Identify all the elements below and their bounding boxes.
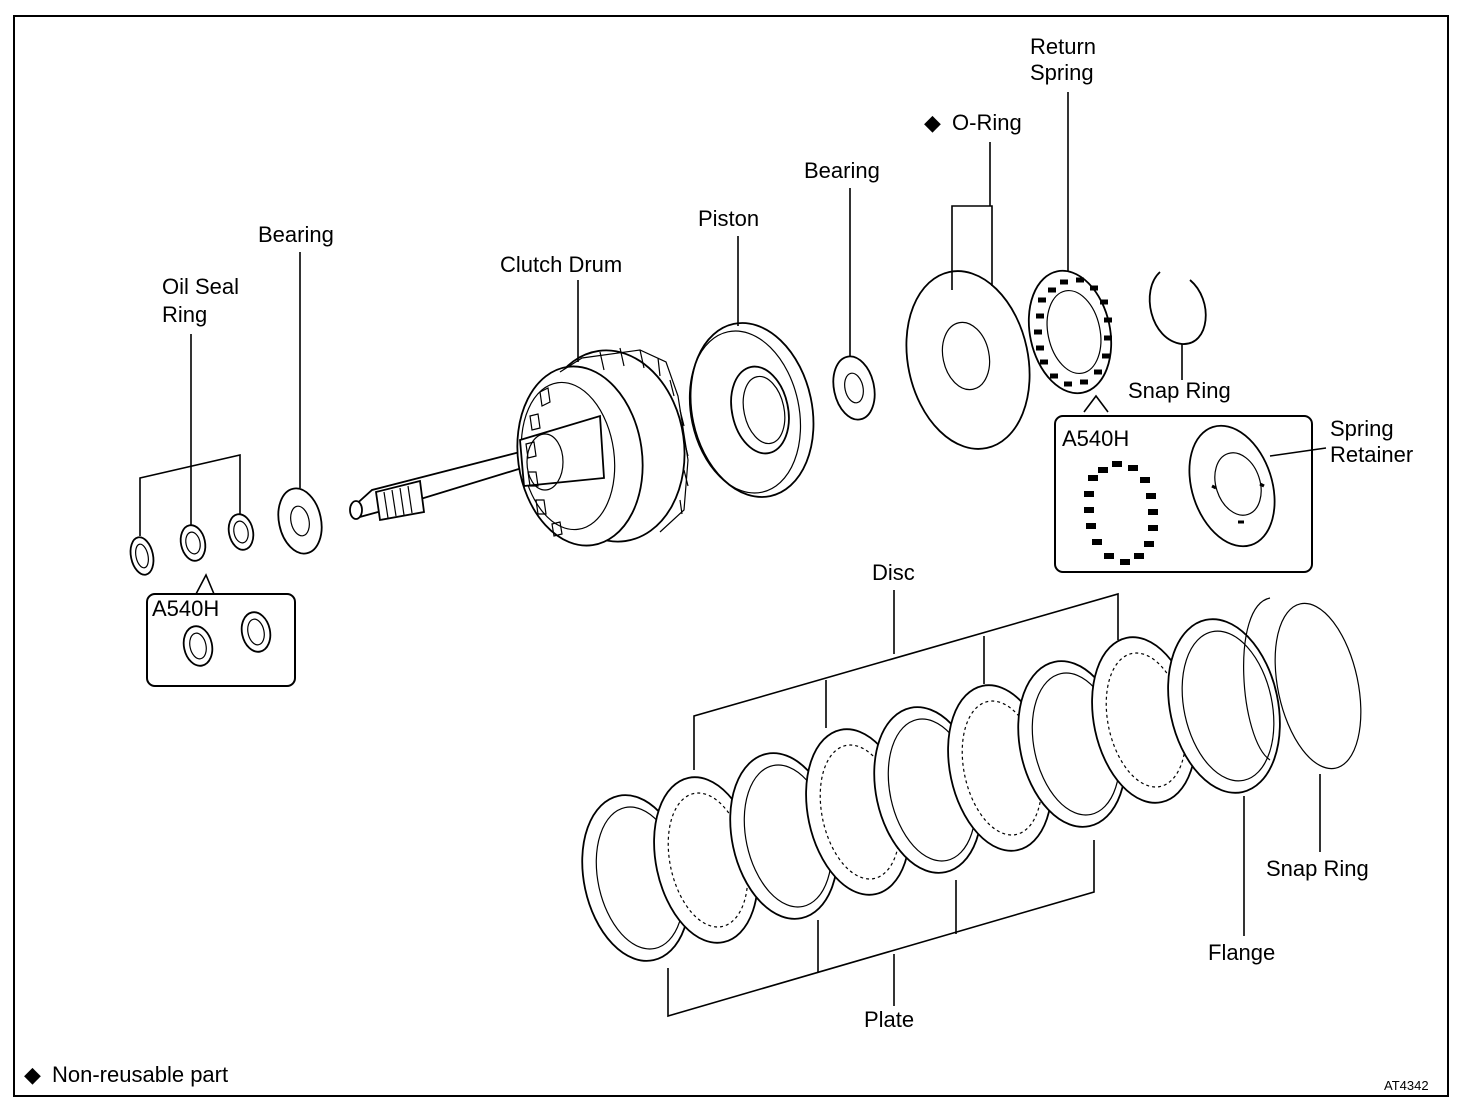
piston-label: Piston [698, 206, 759, 231]
bearing-upper-part [832, 355, 876, 421]
bearing-upper-label: Bearing [804, 158, 880, 183]
spring-retainer-label-line2: Retainer [1330, 442, 1413, 467]
plate-label: Plate [864, 1007, 914, 1032]
disc-label: Disc [872, 560, 915, 585]
a540h-right-label: A540H [1062, 426, 1129, 451]
return-spring-label-line1: Return [1030, 34, 1096, 59]
flange-label: Flange [1208, 940, 1275, 965]
oil-seal-bracket [139, 453, 241, 536]
clutch-pack-part [581, 597, 1362, 962]
oil-seal-ring-group [129, 513, 255, 576]
spring-set-part [1084, 461, 1158, 565]
snap-ring-upper-label: Snap Ring [1128, 378, 1231, 403]
o-ring-label: O-Ring [952, 110, 1022, 135]
bearing-left-part [277, 487, 323, 555]
piston-part [688, 322, 815, 498]
snap-ring-lower-label: Snap Ring [1266, 856, 1369, 881]
snap-ring-upper-part [1148, 271, 1207, 345]
a540h-right-box [1054, 415, 1313, 573]
clutch-drum-part [349, 347, 689, 547]
legend-text: Non-reusable part [52, 1062, 228, 1087]
a540h-left-box [146, 593, 296, 687]
a540h-left-label: A540H [152, 596, 219, 621]
oil-seal-label-line1: Oil Seal [162, 274, 239, 299]
return-spring-label-line2: Spring [1030, 60, 1094, 85]
bearing-left-label: Bearing [258, 222, 334, 247]
return-spring-part [1027, 269, 1113, 395]
o-ring-part [905, 270, 1031, 450]
oil-seal-label-line2: Ring [162, 302, 207, 327]
o-ring-diamond: ◆ [924, 110, 941, 135]
diagram-frame [13, 15, 1449, 1097]
figure-code: AT4342 [1384, 1078, 1429, 1093]
spring-retainer-part [1188, 424, 1276, 548]
legend-diamond-icon: ◆ [24, 1062, 41, 1087]
spring-retainer-label-line1: Spring [1330, 416, 1394, 441]
clutch-drum-label: Clutch Drum [500, 252, 622, 277]
